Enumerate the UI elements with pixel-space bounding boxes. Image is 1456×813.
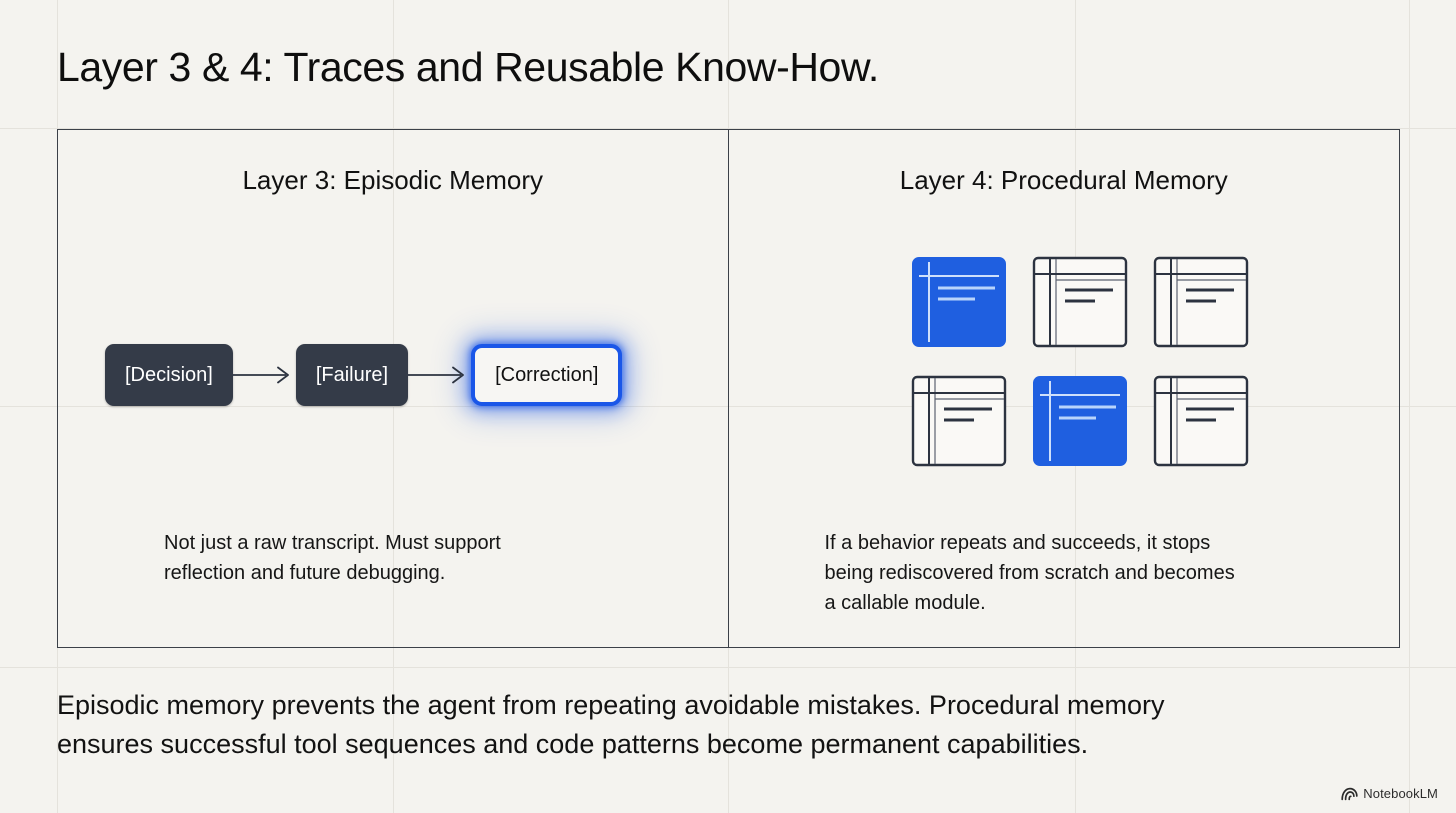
caption-line: Episodic memory prevents the agent from … — [57, 690, 1165, 720]
procedural-module-grid — [911, 256, 1249, 467]
slide-summary-caption: Episodic memory prevents the agent from … — [57, 686, 1407, 764]
two-column-panel-box: Layer 3: Episodic Memory [Decision] [Fai… — [57, 129, 1400, 648]
notebooklm-watermark: NotebookLM — [1341, 786, 1438, 801]
flow-node-failure[interactable]: [Failure] — [295, 344, 409, 406]
notebooklm-label: NotebookLM — [1363, 786, 1438, 801]
panel-heading-layer-4: Layer 4: Procedural Memory — [899, 165, 1228, 195]
arrow-right-icon — [408, 364, 471, 386]
module-card-filled[interactable] — [911, 256, 1007, 348]
episodic-flow-chain: [Decision] [Failure] [Correction] — [105, 344, 623, 406]
panel-layer-3-episodic-memory: Layer 3: Episodic Memory [Decision] [Fai… — [58, 130, 729, 647]
panel-heading-layer-3: Layer 3: Episodic Memory — [242, 165, 544, 195]
caption-line: ensures successful tool sequences and co… — [57, 729, 1089, 759]
caption-line: a callable module. — [824, 592, 986, 614]
module-card-filled[interactable] — [1032, 375, 1128, 467]
panel-caption-layer-4: If a behavior repeats and succeeds, it s… — [729, 528, 1400, 618]
page-title: Layer 3 & 4: Traces and Reusable Know-Ho… — [57, 44, 879, 90]
flow-node-decision[interactable]: [Decision] — [105, 344, 233, 406]
panel-layer-4-procedural-memory: Layer 4: Procedural Memory — [729, 130, 1400, 647]
caption-line: Not just a raw transcript. Must support — [164, 532, 501, 554]
module-card-outline[interactable] — [1153, 256, 1249, 348]
module-card-outline[interactable] — [911, 375, 1007, 467]
arrow-right-icon — [232, 364, 296, 386]
caption-line: reflection and future debugging. — [164, 562, 446, 584]
caption-line: If a behavior repeats and succeeds, it s… — [824, 532, 1211, 554]
caption-line: being rediscovered from scratch and beco… — [824, 562, 1235, 584]
module-card-outline[interactable] — [1153, 375, 1249, 467]
flow-node-correction[interactable]: [Correction] — [471, 344, 623, 406]
panel-caption-layer-3: Not just a raw transcript. Must support … — [58, 528, 728, 588]
notebooklm-logo-icon — [1341, 787, 1358, 801]
module-card-outline[interactable] — [1032, 256, 1128, 348]
